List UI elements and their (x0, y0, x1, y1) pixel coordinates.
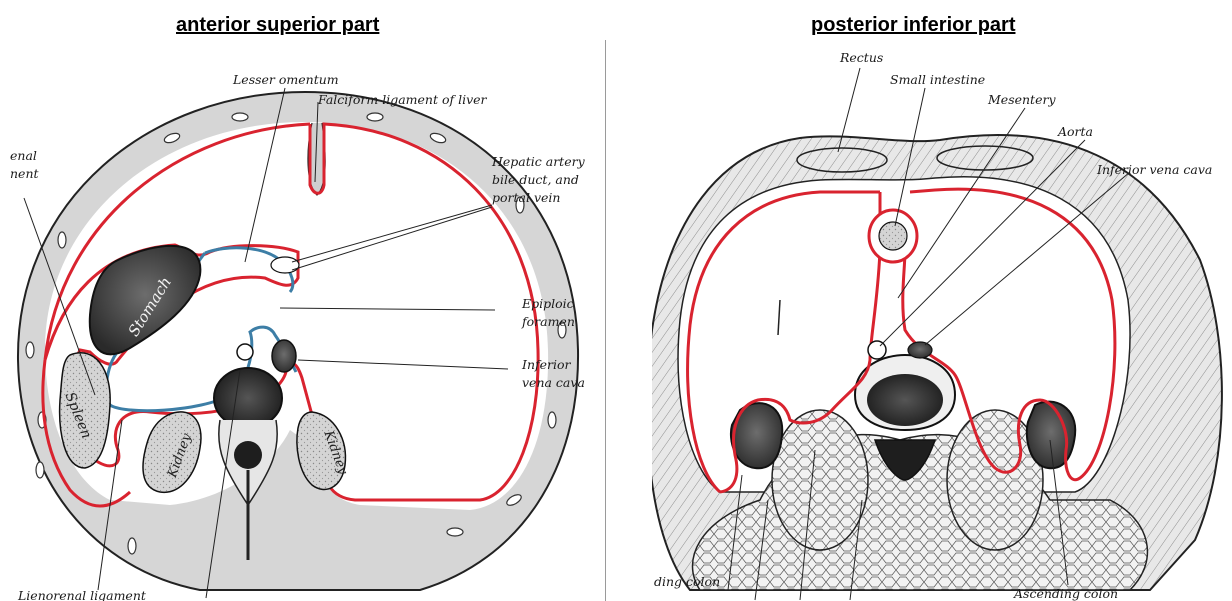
kidney-right-panel-left (731, 403, 782, 468)
aorta-left (237, 344, 253, 360)
label-ascending-colon: Ascending colon (1013, 586, 1118, 601)
label-ivc-1: Inferior (521, 357, 572, 372)
label-mesentery: Mesentery (987, 92, 1056, 107)
label-renal-2: nent (10, 166, 39, 181)
label-small-intestine: Small intestine (890, 72, 985, 87)
label-ivc-2: vena cava (522, 375, 585, 390)
label-descending-colon: ding colon (654, 574, 720, 589)
label-hepatic-3: portal vein (492, 190, 560, 205)
label-lienorenal: Lienorenal ligament (17, 588, 147, 601)
label-inferior-vena-cava: Inferior vena cava (1096, 162, 1212, 177)
label-epiploic-1: Epiploic (521, 296, 574, 311)
label-renal-1: enal (10, 148, 37, 163)
left-panel-diagram: Stomach Spleen Kidney Kidney (10, 72, 586, 601)
label-rectus: Rectus (839, 50, 883, 65)
ivc-right (908, 342, 932, 358)
label-hepatic-2: bile duct, and (492, 172, 579, 187)
label-falciform-ligament: Falciform ligament of liver (317, 92, 488, 107)
ivc-left (272, 340, 296, 372)
right-panel-diagram: Rectus Small intestine Mesentery Aorta I… (647, 50, 1222, 601)
label-lesser-omentum: Lesser omentum (232, 72, 339, 87)
aorta-right (868, 341, 886, 359)
portal-structures (271, 257, 299, 273)
kidney-right-panel-right (1027, 402, 1075, 469)
label-hepatic-1: Hepatic artery (491, 154, 586, 169)
rectus-left (797, 148, 887, 172)
label-epiploic-2: foramen (521, 314, 575, 329)
rectus-right (937, 146, 1033, 170)
label-aorta: Aorta (1057, 124, 1093, 139)
